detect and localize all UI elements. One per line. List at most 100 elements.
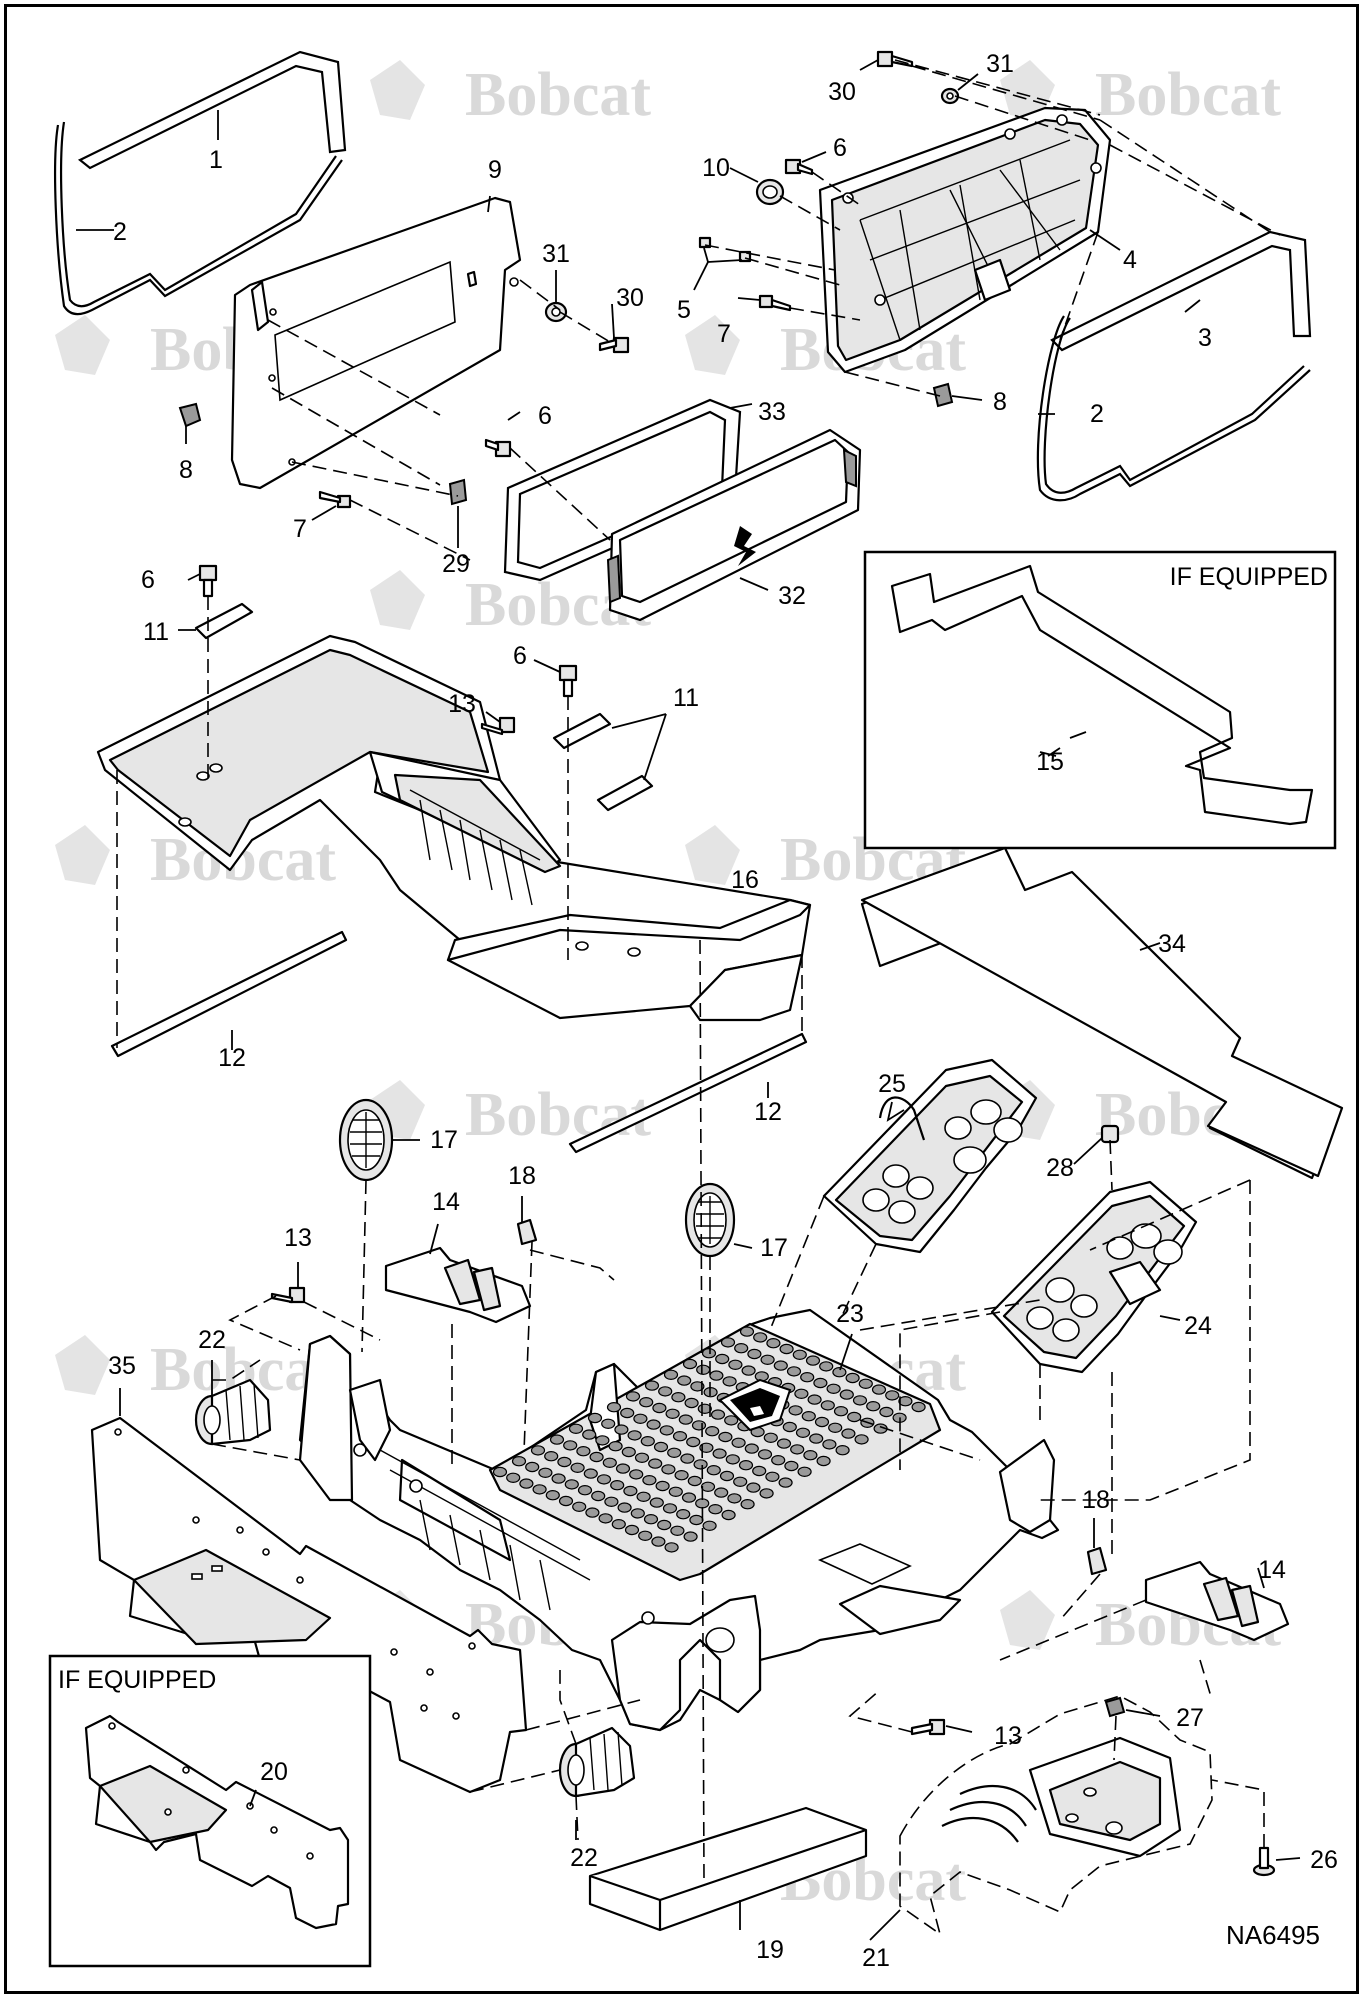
- grid-hole: [740, 1498, 755, 1510]
- part-17-grommet-right: [684, 1182, 736, 1258]
- callout-25: 25: [878, 1070, 906, 1098]
- grid-hole: [667, 1447, 682, 1459]
- grid-hole: [615, 1463, 631, 1474]
- callout-33: 33: [758, 398, 786, 426]
- if-equipped-label-bottom: IF EQUIPPED: [58, 1666, 216, 1694]
- grid-hole: [706, 1464, 721, 1476]
- grid-hole: [682, 1358, 698, 1370]
- watermark: Bobcat: [370, 60, 651, 129]
- callout-31-left: 31: [542, 240, 570, 268]
- grid-hole: [525, 1461, 540, 1473]
- hardware-bolt-6-mid2: [558, 664, 578, 698]
- callout-30-top: 30: [828, 78, 856, 106]
- hardware-bolt-6-upper: [198, 564, 218, 598]
- grid-hole: [709, 1370, 724, 1381]
- part-34-insulation-strip: [860, 846, 1344, 1180]
- callout-2-right: 2: [1090, 400, 1104, 428]
- grid-hole: [653, 1441, 669, 1453]
- grid-hole: [731, 1437, 746, 1449]
- callout-17-right: 17: [760, 1234, 788, 1262]
- callout-8-right: 8: [993, 388, 1007, 416]
- grid-hole: [558, 1495, 574, 1507]
- grid-hole: [739, 1326, 755, 1337]
- grid-hole: [727, 1493, 742, 1504]
- grid-hole: [564, 1479, 579, 1490]
- grid-hole: [634, 1452, 650, 1464]
- callout-3: 3: [1198, 324, 1212, 352]
- callout-7-left: 7: [293, 515, 307, 543]
- grid-hole: [608, 1440, 623, 1452]
- assembly-dashed-lines-bottom: [116, 596, 1265, 1881]
- grid-hole: [786, 1366, 802, 1377]
- grid-hole: [847, 1411, 862, 1423]
- part-2-lower-seal-right: [1036, 315, 1311, 502]
- callout-12-left: 12: [218, 1044, 246, 1072]
- grid-hole: [852, 1395, 868, 1406]
- grid-hole: [701, 1347, 717, 1359]
- grid-hole: [511, 1455, 527, 1467]
- callout-5: 5: [677, 296, 691, 324]
- grid-hole: [826, 1383, 841, 1395]
- part-3-upper-seal-right: [1050, 230, 1312, 352]
- grid-hole: [551, 1473, 566, 1484]
- callout-10: 10: [702, 154, 730, 182]
- watermark: Bobcat: [1000, 60, 1281, 129]
- callout-27: 27: [1176, 1704, 1204, 1732]
- grid-hole: [776, 1438, 792, 1449]
- grid-hole: [803, 1449, 818, 1461]
- grid-hole: [651, 1536, 666, 1547]
- grid-hole: [506, 1472, 521, 1484]
- hardware-washer-31-top: [940, 87, 960, 105]
- grid-hole: [611, 1518, 626, 1530]
- callout-7-right: 7: [717, 320, 731, 348]
- grid-hole: [728, 1359, 743, 1371]
- grid-hole: [741, 1365, 756, 1376]
- grid-hole: [662, 1503, 678, 1514]
- grid-hole: [644, 1380, 660, 1391]
- callout-19: 19: [756, 1936, 784, 1964]
- grid-hole: [801, 1410, 816, 1422]
- callout-labels: 1 2 2 3 4 5 6 6 6 6 7 7 8 8 9 10 11 11 1…: [108, 50, 1338, 1972]
- grid-hole: [598, 1513, 613, 1524]
- grid-hole: [549, 1434, 565, 1445]
- grid-hole: [752, 1465, 767, 1477]
- grid-hole: [816, 1455, 831, 1467]
- grid-hole: [570, 1462, 585, 1474]
- callout-18-upper: 18: [508, 1162, 536, 1190]
- grid-hole: [649, 1497, 664, 1508]
- grid-hole: [771, 1454, 786, 1466]
- grid-hole: [795, 1427, 811, 1439]
- grid-hole: [545, 1489, 560, 1501]
- grid-hole: [782, 1421, 797, 1433]
- grid-hole: [602, 1457, 617, 1469]
- grid-hole: [681, 1492, 697, 1503]
- grid-hole: [822, 1439, 837, 1450]
- grid-hole: [582, 1429, 597, 1440]
- grid-hole: [629, 1469, 644, 1480]
- grid-hole: [671, 1391, 686, 1403]
- grid-hole: [766, 1337, 781, 1349]
- if-equipped-box-bottom: IF EQUIPPED: [48, 1654, 372, 1968]
- grid-hole: [911, 1401, 926, 1413]
- callout-6-top: 6: [833, 134, 847, 162]
- callout-32: 32: [778, 582, 806, 610]
- callout-29: 29: [442, 550, 470, 578]
- grid-hole: [705, 1425, 720, 1437]
- part-22-boot-lower: [558, 1726, 636, 1798]
- callout-31-top: 31: [986, 50, 1014, 78]
- callout-16: 16: [731, 866, 759, 894]
- hardware-bolt-7-top: [758, 294, 792, 312]
- grid-hole: [665, 1408, 680, 1420]
- grid-hole: [563, 1440, 578, 1451]
- grid-hole: [792, 1349, 807, 1361]
- grid-hole: [519, 1478, 534, 1489]
- callout-12-right: 12: [754, 1098, 782, 1126]
- grid-hole: [725, 1454, 740, 1465]
- grid-hole: [765, 1471, 780, 1483]
- watermark-text: Bobcat: [465, 1081, 651, 1149]
- grid-hole: [648, 1458, 663, 1469]
- grid-hole: [702, 1520, 717, 1532]
- grid-hole: [624, 1524, 640, 1536]
- grid-hole: [800, 1371, 815, 1383]
- grid-hole: [610, 1479, 625, 1491]
